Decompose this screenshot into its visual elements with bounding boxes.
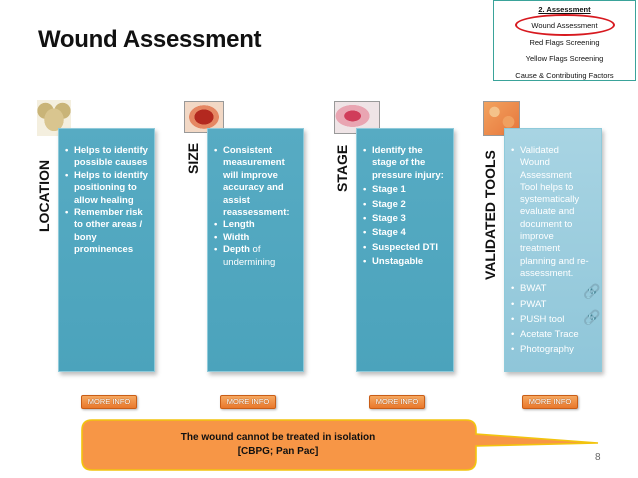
- list-item: Acetate Trace: [511, 329, 591, 342]
- list-item: Width: [214, 232, 298, 245]
- page-number: 8: [595, 452, 601, 463]
- more-info-button-tools[interactable]: MORE INFO: [522, 395, 578, 409]
- nav-item-wound-assessment[interactable]: Wound Assessment: [531, 21, 598, 30]
- list-item: BWAT: [511, 283, 591, 296]
- list-item: Photography: [511, 344, 591, 357]
- list-item: Stage 2: [363, 199, 447, 212]
- panel-stage: Identify the stage of the pressure injur…: [356, 128, 454, 372]
- list-item: Length: [214, 219, 298, 232]
- list-item: Consistent measurement will improve accu…: [214, 145, 298, 219]
- panel-location: Helps to identify possible causes Helps …: [58, 128, 155, 372]
- callout-text: The wound cannot be treated in isolation…: [84, 431, 472, 459]
- section-nav: 2. Assessment Wound Assessment Red Flags…: [493, 0, 636, 81]
- more-info-button-size[interactable]: MORE INFO: [220, 395, 276, 409]
- wound-measure-image: [184, 101, 224, 133]
- list-item: Stage 3: [363, 213, 447, 226]
- list-item: PUSH tool: [511, 314, 591, 327]
- nav-item-red-flags[interactable]: Red Flags Screening: [529, 38, 600, 47]
- panel-validated-tools: Validated Wound Assessment Tool helps to…: [504, 128, 602, 372]
- nav-item-cause-factors[interactable]: Cause & Contributing Factors: [515, 71, 614, 80]
- depth-rest: of undermining: [223, 244, 276, 268]
- list-item: Helps to identify positioning to allow h…: [65, 170, 149, 207]
- nav-item-yellow-flags[interactable]: Yellow Flags Screening: [525, 54, 604, 63]
- list-item: Stage 1: [363, 184, 447, 197]
- list-item: Identify the stage of the pressure injur…: [363, 145, 447, 182]
- depth-label: Depth: [223, 244, 250, 256]
- tools-image: [483, 101, 520, 136]
- list-item: Stage 4: [363, 227, 447, 240]
- link-icon[interactable]: 🔗: [583, 283, 601, 299]
- more-info-button-stage[interactable]: MORE INFO: [369, 395, 425, 409]
- list-item: Remember risk to other areas / bony prom…: [65, 207, 149, 257]
- list-item: PWAT: [511, 299, 591, 312]
- callout-line-1: The wound cannot be treated in isolation: [180, 432, 376, 443]
- list-item: Validated Wound Assessment Tool helps to…: [511, 145, 591, 280]
- panel-size: Consistent measurement will improve accu…: [207, 128, 304, 372]
- page-title: Wound Assessment: [38, 26, 262, 53]
- more-info-button-location[interactable]: MORE INFO: [81, 395, 137, 409]
- link-icon[interactable]: 🔗: [583, 309, 601, 325]
- callout-line-2: [CBPG; Pan Pac]: [237, 446, 319, 457]
- highlight-ring: [515, 14, 615, 36]
- list-item: Suspected DTI: [363, 242, 447, 255]
- list-item: Depth of undermining: [214, 244, 298, 269]
- nav-item-assessment[interactable]: 2. Assessment: [538, 5, 591, 14]
- list-item: Helps to identify possible causes: [65, 145, 149, 170]
- list-item: Unstagable: [363, 256, 447, 269]
